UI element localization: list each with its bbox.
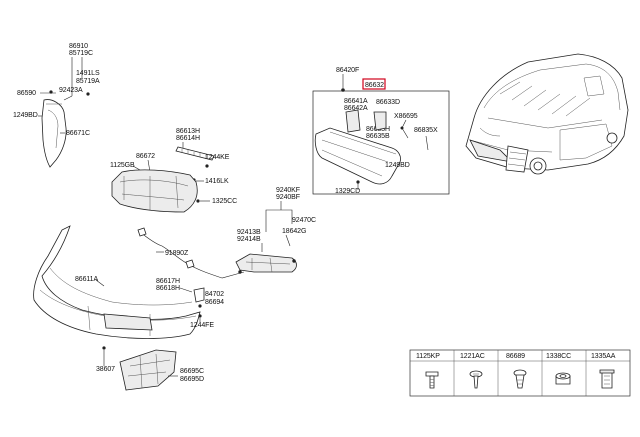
label-86672[interactable]: 86672 — [136, 153, 155, 160]
label-86694[interactable]: 86694 — [205, 299, 224, 306]
label-92423A[interactable]: 92423A — [59, 87, 83, 94]
trim-strip-part[interactable] — [175, 146, 215, 161]
label-1249BD-b[interactable]: 1249BD — [385, 162, 410, 169]
under-cover-part[interactable] — [119, 349, 177, 391]
label-1325CC[interactable]: 1325CC — [212, 198, 237, 205]
vehicle-rear-view-icon — [465, 53, 629, 175]
bumper-cover-group: 86611A 86617H 86618H 84702 86694 1244FE … — [33, 225, 224, 391]
label-1125GB[interactable]: 1125GB — [110, 162, 135, 169]
beam-assembly-frame — [312, 90, 450, 195]
label-1244KE[interactable]: 1244KE — [205, 154, 230, 161]
beam-bracket-right[interactable] — [373, 111, 387, 131]
label-86613H[interactable]: 86613H — [176, 128, 200, 135]
bumper-clip-part[interactable] — [193, 287, 205, 303]
upper-bracket-group: 86613H 86614H 86672 1244KE 1125GB 1416LK… — [110, 128, 237, 213]
rear-beam-group: 86420F 86632 86641A 86642A 86633D X86695… — [312, 67, 450, 195]
label-1416LK[interactable]: 1416LK — [205, 178, 229, 185]
label-1244FE[interactable]: 1244FE — [190, 322, 214, 329]
label-X86695[interactable]: X86695 — [394, 113, 418, 120]
label-18642G[interactable]: 18642G — [282, 228, 306, 235]
label-1329CD[interactable]: 1329CD — [335, 188, 360, 195]
label-86910[interactable]: 86910 — [69, 43, 88, 50]
label-92414B[interactable]: 92414B — [237, 236, 261, 243]
label-86695D[interactable]: 86695D — [180, 376, 204, 383]
label-86611A[interactable]: 86611A — [75, 276, 99, 283]
label-86590[interactable]: 86590 — [17, 90, 36, 97]
label-1491LS[interactable]: 1491LS — [76, 70, 100, 77]
legend-header-4: 1338CC — [546, 353, 571, 360]
label-38607[interactable]: 38607 — [96, 366, 115, 373]
reflector-lamp-group: 9240KF 9240BF 92470C 92413B 92414B 18642… — [235, 187, 316, 274]
label-92413B[interactable]: 92413B — [237, 229, 261, 236]
label-86635B[interactable]: 86635B — [366, 133, 390, 140]
label-86633D[interactable]: 86633D — [376, 99, 400, 106]
label-92470C[interactable]: 92470C — [292, 217, 316, 224]
label-86618H[interactable]: 86618H — [156, 285, 180, 292]
label-86632[interactable]: 86632 — [365, 82, 384, 89]
label-86641A[interactable]: 86641A — [344, 98, 368, 105]
label-86835X[interactable]: 86835X — [414, 127, 438, 134]
legend-header-5: 1335AA — [591, 353, 616, 360]
mud-guard-group: 86910 85719C 1491LS 85719A 86590 92423A … — [13, 43, 100, 168]
label-86614H[interactable]: 86614H — [176, 135, 200, 142]
grommet-icon[interactable] — [555, 372, 571, 385]
label-85719A[interactable]: 85719A — [76, 78, 100, 85]
label-86420F[interactable]: 86420F — [336, 67, 359, 74]
rear-beam-part[interactable] — [314, 127, 401, 185]
highlight-box — [362, 78, 386, 90]
label-91890Z[interactable]: 91890Z — [165, 250, 189, 257]
mud-guard-part[interactable] — [41, 99, 67, 168]
label-86642A[interactable]: 86642A — [344, 105, 368, 112]
label-85719C[interactable]: 85719C — [69, 50, 93, 57]
label-9240KF[interactable]: 9240KF — [276, 187, 300, 194]
upper-bracket-part[interactable] — [111, 169, 198, 213]
label-9240BF[interactable]: 9240BF — [276, 194, 300, 201]
beam-bracket-left[interactable] — [345, 109, 361, 133]
fastener-legend-table: 1125KP 1221AC 86689 1338CC 1335AA — [409, 349, 631, 397]
screw-icon[interactable] — [469, 370, 483, 389]
legend-header-3: 86689 — [506, 353, 525, 360]
bolt-icon[interactable] — [425, 371, 439, 389]
label-1249BD-a[interactable]: 1249BD — [13, 112, 38, 119]
retainer-icon[interactable] — [599, 369, 615, 389]
label-86617H[interactable]: 86617H — [156, 278, 180, 285]
legend-header-1: 1125KP — [416, 353, 440, 360]
wiring-harness-group: 91890Z — [137, 227, 245, 279]
label-86671C[interactable]: 86671C — [66, 130, 90, 137]
label-84702[interactable]: 84702 — [205, 291, 224, 298]
legend-header-2: 1221AC — [460, 353, 485, 360]
clip-icon[interactable] — [513, 369, 527, 389]
label-86695C[interactable]: 86695C — [180, 368, 204, 375]
bumper-cover-part[interactable] — [33, 225, 201, 339]
